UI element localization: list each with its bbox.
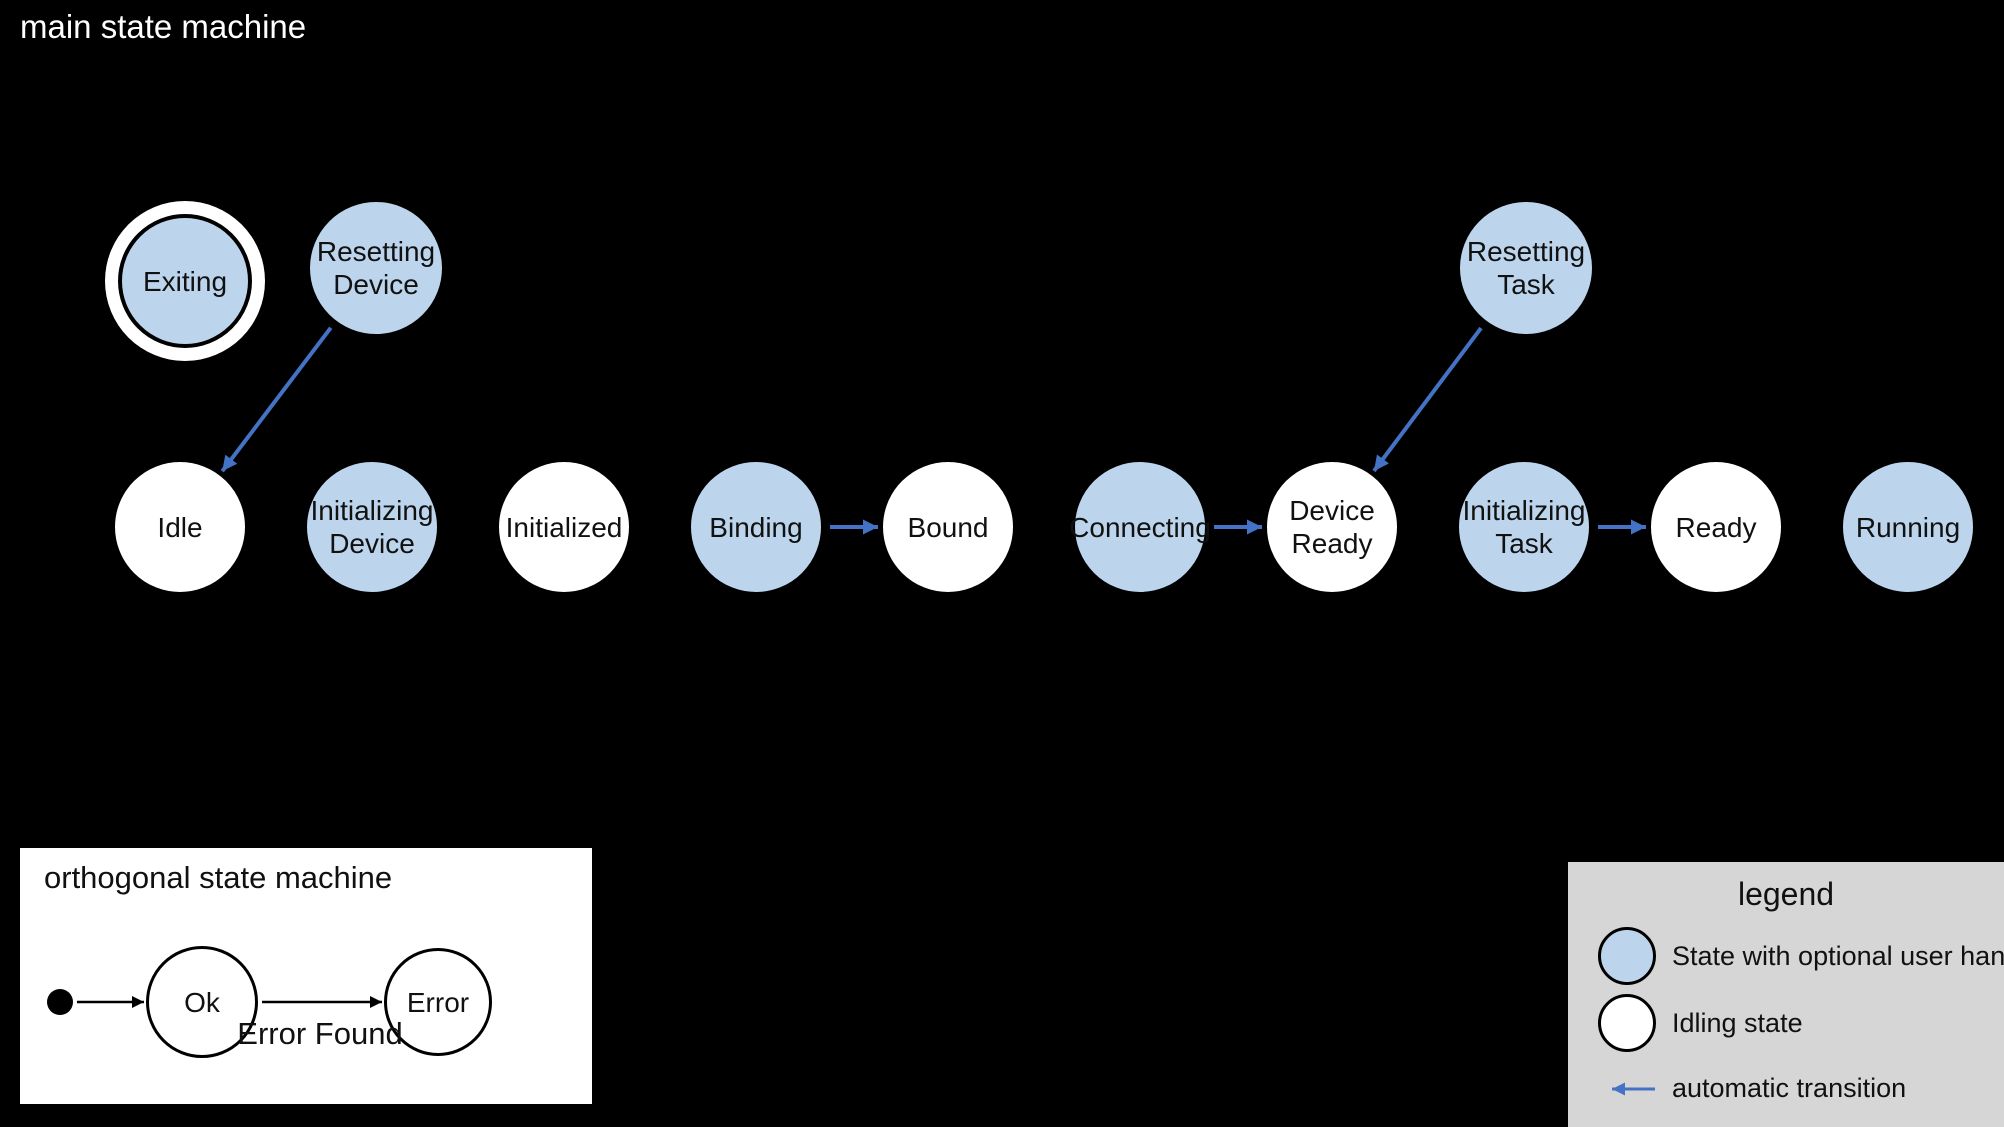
state-idle: Idle (112, 459, 248, 595)
state-bound: Bound (880, 459, 1016, 595)
legend-auto-transition-label: automatic transition (1672, 1073, 1907, 1103)
state-error: Error (384, 948, 492, 1056)
transition-label: Error Found (237, 1016, 403, 1051)
legend-handler-state-label: State with optional user handler (1672, 940, 2004, 971)
state-ready: Ready (1648, 459, 1784, 595)
orthogonal-machine-title: orthogonal state machine (44, 860, 393, 895)
state-ok: Ok (146, 946, 258, 1058)
legend-row-handler-state: State with optional user handler (1598, 927, 2004, 985)
state-running: Running (1840, 459, 1976, 595)
state-binding: Binding (688, 459, 824, 595)
legend-row-idling-state: Idling state (1598, 994, 1803, 1052)
transition-resetting-device-to-idle (220, 326, 333, 473)
automatic-transition-arrow-icon (1612, 1082, 1655, 1095)
page-title: main state machine (20, 8, 307, 45)
legend-title: legend (1737, 876, 1835, 912)
handler-state-swatch-icon (1598, 927, 1656, 985)
transition-resetting-task-to-device-ready (1372, 326, 1483, 473)
state-initialized: Initialized (496, 459, 632, 595)
state-initial (47, 989, 73, 1015)
legend: legend State with optional user handler … (1568, 862, 2004, 1127)
state-exiting: Exiting (118, 214, 252, 348)
legend-row-auto-transition: automatic transition (1598, 1073, 1906, 1104)
state-connecting: Connecting (1069, 459, 1211, 595)
legend-idling-state-label: Idling state (1672, 1007, 1803, 1038)
idling-state-swatch-icon (1598, 994, 1656, 1052)
